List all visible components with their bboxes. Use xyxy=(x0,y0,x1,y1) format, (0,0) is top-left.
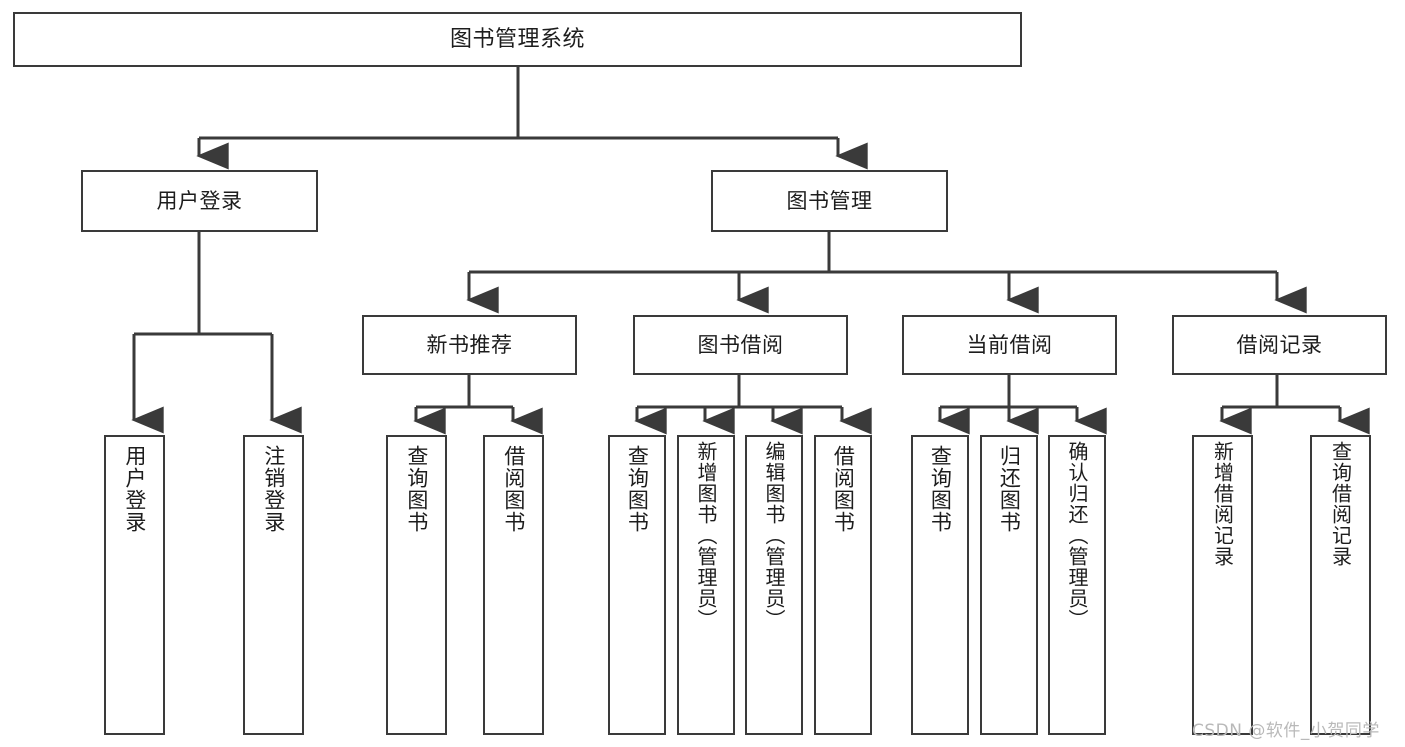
node-label: 用户登录 xyxy=(122,445,147,533)
node-label: 查询图书 xyxy=(928,445,953,533)
node-label: 查询图书 xyxy=(404,445,429,533)
node-label: 图书借阅 xyxy=(697,332,784,357)
leaf-query-book-recommend[interactable]: 查询图书 xyxy=(386,435,447,735)
node-label: 查询图书 xyxy=(625,445,650,533)
node-root-system[interactable]: 图书管理系统 xyxy=(13,12,1022,67)
leaf-borrow-book[interactable]: 借阅图书 xyxy=(814,435,872,735)
node-label: 借阅记录 xyxy=(1236,332,1323,357)
leaf-confirm-return-admin[interactable]: 确认归还（管理员） xyxy=(1048,435,1106,735)
node-current-borrow[interactable]: 当前借阅 xyxy=(902,315,1117,375)
leaf-add-book-admin[interactable]: 新增图书（管理员） xyxy=(677,435,735,735)
leaf-user-login[interactable]: 用户登录 xyxy=(104,435,165,735)
leaf-query-borrow-record[interactable]: 查询借阅记录 xyxy=(1310,435,1371,735)
csdn-watermark: CSDN @软件_小贺同学 xyxy=(1192,721,1380,741)
node-label: 查询借阅记录 xyxy=(1328,441,1353,567)
leaf-return-book[interactable]: 归还图书 xyxy=(980,435,1038,735)
leaf-query-book-borrow[interactable]: 查询图书 xyxy=(608,435,666,735)
node-label: 图书管理系统 xyxy=(449,26,585,52)
node-label: 新书推荐 xyxy=(426,332,513,357)
leaf-borrow-book-recommend[interactable]: 借阅图书 xyxy=(483,435,544,735)
node-borrow-record[interactable]: 借阅记录 xyxy=(1172,315,1387,375)
node-label: 新增图书（管理员） xyxy=(694,441,718,630)
node-user-login[interactable]: 用户登录 xyxy=(81,170,318,232)
leaf-logout-login[interactable]: 注销登录 xyxy=(243,435,304,735)
node-label: 归还图书 xyxy=(997,445,1022,533)
node-label: 注销登录 xyxy=(261,445,286,533)
node-label: 用户登录 xyxy=(156,188,243,213)
node-label: 确认归还（管理员） xyxy=(1065,441,1089,630)
node-label: 借阅图书 xyxy=(831,445,856,533)
node-label: 新增借阅记录 xyxy=(1210,441,1235,567)
node-label: 图书管理 xyxy=(786,188,873,213)
leaf-add-borrow-record[interactable]: 新增借阅记录 xyxy=(1192,435,1253,735)
node-label: 借阅图书 xyxy=(501,445,526,533)
node-new-book-recommend[interactable]: 新书推荐 xyxy=(362,315,577,375)
node-book-management[interactable]: 图书管理 xyxy=(711,170,948,232)
leaf-query-book-current[interactable]: 查询图书 xyxy=(911,435,969,735)
node-label: 当前借阅 xyxy=(966,332,1053,357)
node-book-borrow[interactable]: 图书借阅 xyxy=(633,315,848,375)
node-label: 编辑图书（管理员） xyxy=(762,441,786,630)
leaf-edit-book-admin[interactable]: 编辑图书（管理员） xyxy=(745,435,803,735)
